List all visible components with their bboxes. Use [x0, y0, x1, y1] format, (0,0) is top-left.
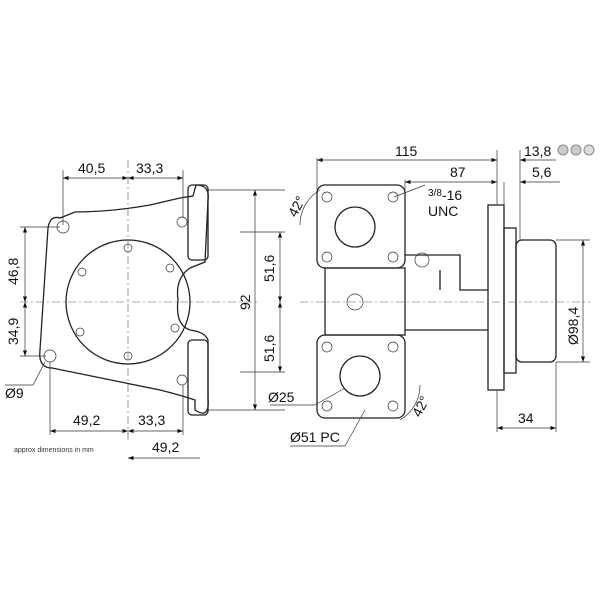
front-view: 40,5 33,3 46,8 34,9 Ø9 49,2 33,3 49,2 ap… [5, 160, 285, 461]
dim-51-6-lower: 51,6 [261, 335, 277, 362]
flange-dia-98-4: Ø98,4 [565, 307, 581, 345]
side-view: 115 87 13,8 5,6 3/8-16 UNC 42° 42° Ø25 Ø… [268, 143, 595, 447]
hole-dia-9: Ø9 [5, 385, 24, 401]
bottom-port [339, 355, 381, 397]
dim-33-3-bottom: 33,3 [138, 412, 165, 428]
top-port-flange [316, 184, 406, 269]
mounting-flange [487, 204, 505, 391]
pulley [515, 239, 557, 363]
nut [414, 252, 430, 268]
drain-plug [346, 293, 364, 311]
thread-type: UNC [428, 203, 458, 219]
dim-49-2-left: 49,2 [73, 412, 100, 428]
bottom-port-flange [316, 334, 406, 419]
units-note: approx dimensions in mm [14, 447, 94, 454]
dim-13-8: 13,8 [524, 143, 551, 159]
dim-46-8: 46,8 [5, 258, 21, 285]
port-screw [176, 374, 188, 386]
top-port-flange [187, 184, 209, 261]
dim-115: 115 [395, 143, 418, 159]
pcd-51: Ø51 PC [290, 429, 340, 445]
angle-bottom: 42° [409, 393, 433, 419]
dim-92: 92 [237, 294, 253, 310]
top-port [334, 206, 376, 248]
dim-40-5: 40,5 [78, 160, 105, 176]
dim-51-6-upper: 51,6 [261, 255, 277, 282]
dim-33-3-top: 33,3 [136, 160, 163, 176]
pump-body-outline [39, 184, 209, 414]
angle-top: 42° [285, 193, 309, 219]
port-dia-25: Ø25 [268, 389, 295, 405]
bottom-port-flange [187, 339, 209, 416]
hub [503, 227, 517, 374]
dim-49-2-right: 49,2 [152, 439, 179, 455]
pump-body [324, 267, 406, 336]
dim-87: 87 [450, 164, 466, 180]
dim-34: 34 [518, 410, 534, 426]
bracket [405, 254, 488, 331]
dim-34-9: 34,9 [5, 318, 21, 345]
overlay-icons [557, 144, 595, 156]
thread-spec: 3/8-16 [428, 187, 462, 203]
flange-bolts [321, 191, 399, 412]
dim-5-6: 5,6 [532, 164, 552, 180]
port-screw [176, 216, 188, 228]
cover-screws [75, 243, 180, 361]
